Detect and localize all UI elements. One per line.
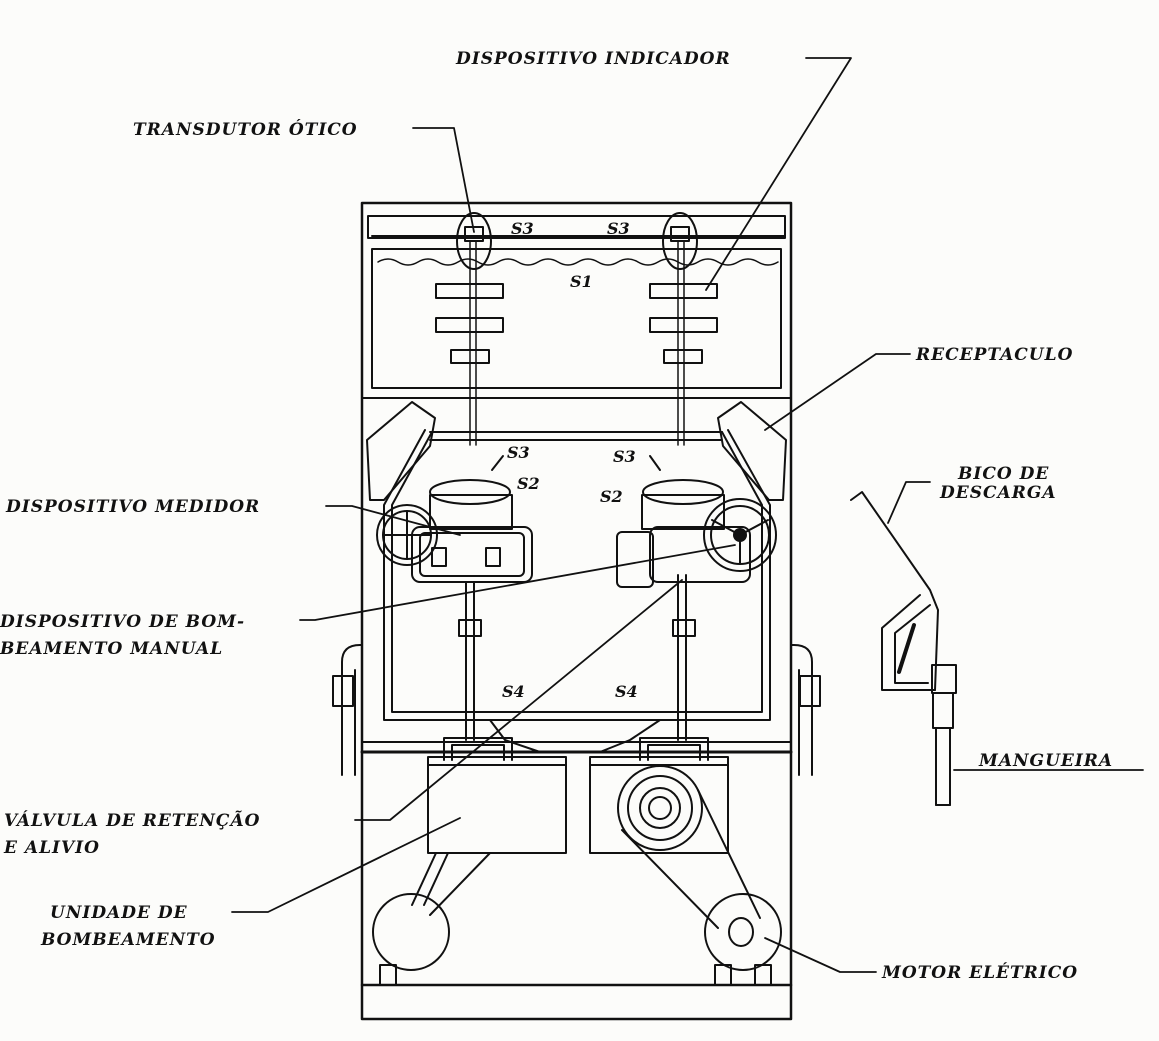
sensor-s3-mid-right: S3: [613, 447, 636, 466]
hand-wheels: [376, 498, 777, 572]
electric-motor: [704, 893, 782, 971]
side-hose-holders: [332, 644, 821, 776]
sensor-s1: S1: [570, 272, 593, 291]
metering-device-right: [616, 455, 751, 741]
label-bico-line1: BICO DE: [957, 464, 1049, 484]
label-dispositivo-medidor: DISPOSITIVO MEDIDOR: [5, 497, 260, 517]
label-unidade-line1: UNIDADE DE: [50, 903, 188, 923]
optical-transducer-left: [456, 212, 492, 270]
callout-labels: DISPOSITIVO INDICADOR TRANSDUTOR ÓTICO R…: [0, 49, 1113, 983]
sensor-s2-left: S2: [517, 474, 540, 493]
display-right-3: [663, 349, 703, 364]
sensor-tags: S3 S3 S1 S3 S3 S2 S2 S4 S4: [502, 219, 638, 701]
label-valvula-line1: VÁLVULA DE RETENÇÃO: [4, 809, 260, 831]
sensor-s3-top-left: S3: [511, 219, 534, 238]
sensor-s3-mid-left: S3: [507, 443, 530, 462]
sensor-s2-right: S2: [600, 487, 623, 506]
label-bombeamento-line2: BEAMENTO MANUAL: [0, 639, 223, 659]
leader-lines: [231, 57, 1144, 973]
check-valve-pipes: [443, 719, 709, 761]
indicator-panel: [377, 212, 779, 446]
pumping-unit-left: [372, 756, 567, 986]
label-dispositivo-indicador: DISPOSITIVO INDICADOR: [455, 49, 731, 69]
label-valvula-line2: E ALIVIO: [3, 838, 100, 858]
label-unidade-line2: BOMBEAMENTO: [40, 930, 216, 950]
sensor-s3-top-right: S3: [607, 219, 630, 238]
label-bico-line2: DESCARGA: [939, 483, 1057, 503]
pumping-unit-right: [589, 756, 782, 986]
sensor-s4-right: S4: [615, 682, 638, 701]
label-motor-eletrico: MOTOR ELÉTRICO: [881, 962, 1078, 983]
label-transdutor-otico: TRANSDUTOR ÓTICO: [133, 119, 358, 140]
label-receptaculo: RECEPTACULO: [915, 345, 1073, 365]
label-bombeamento-line1: DISPOSITIVO DE BOM-: [0, 612, 245, 632]
optical-transducer-right: [662, 212, 698, 270]
cabinet-frame: [360, 201, 793, 1021]
discharge-nozzle: [850, 491, 957, 806]
sensor-s4-left: S4: [502, 682, 525, 701]
label-mangueira: MANGUEIRA: [978, 751, 1113, 771]
receptacle-arms: [366, 401, 787, 721]
